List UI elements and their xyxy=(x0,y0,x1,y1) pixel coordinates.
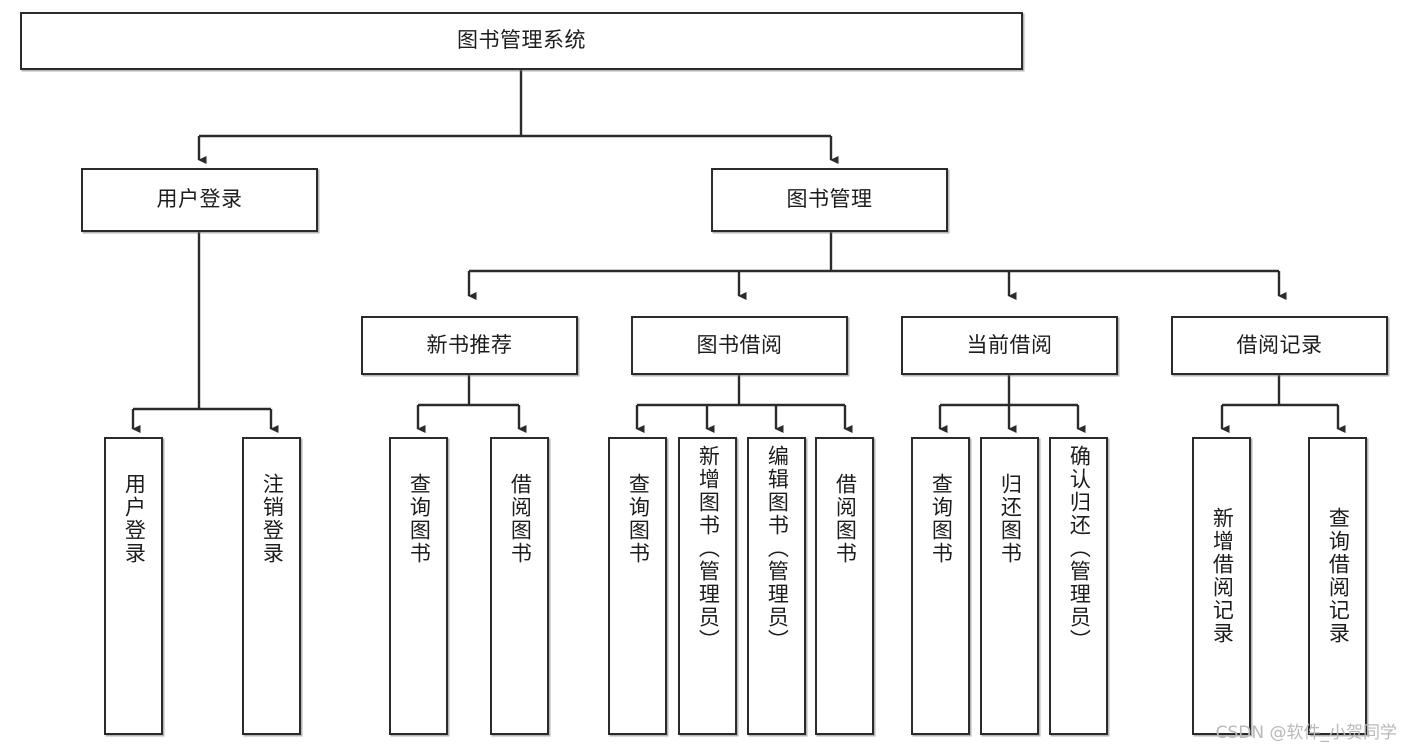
node-label: 图书管理系统 xyxy=(457,28,586,53)
node-label: 新增图书（管理员） xyxy=(696,445,721,652)
leaf-book-borrow-query[interactable]: 查询图书 xyxy=(608,437,667,735)
node-label: 借阅图书 xyxy=(833,473,858,565)
leaf-current-borrow-return[interactable]: 归还图书 xyxy=(980,437,1039,735)
node-book-management[interactable]: 图书管理 xyxy=(711,168,948,232)
node-new-book-recommend[interactable]: 新书推荐 xyxy=(361,316,578,375)
node-label: 用户登录 xyxy=(156,187,243,212)
leaf-current-borrow-query[interactable]: 查询图书 xyxy=(911,437,970,735)
node-label: 借阅图书 xyxy=(508,473,533,565)
node-borrow-record[interactable]: 借阅记录 xyxy=(1171,316,1388,375)
node-label: 当前借阅 xyxy=(966,332,1053,357)
node-label: 新书推荐 xyxy=(426,332,513,357)
node-label: 查询借阅记录 xyxy=(1326,507,1351,645)
leaf-user-login-logout[interactable]: 注销登录 xyxy=(242,437,301,735)
node-label: 确认归还（管理员） xyxy=(1067,445,1092,652)
leaf-new-book-query[interactable]: 查询图书 xyxy=(389,437,448,735)
node-label: 借阅记录 xyxy=(1236,332,1323,357)
node-label: 查询图书 xyxy=(626,473,651,565)
node-label: 图书借阅 xyxy=(696,332,783,357)
node-label: 查询图书 xyxy=(407,473,432,565)
node-label: 编辑图书（管理员） xyxy=(765,445,790,652)
leaf-borrow-record-query[interactable]: 查询借阅记录 xyxy=(1308,437,1367,735)
node-book-management-system[interactable]: 图书管理系统 xyxy=(20,12,1023,70)
node-label: 查询图书 xyxy=(929,473,954,565)
node-label: 图书管理 xyxy=(786,187,873,212)
node-label: 归还图书 xyxy=(998,473,1023,565)
leaf-current-borrow-confirm-return[interactable]: 确认归还（管理员） xyxy=(1049,437,1108,735)
leaf-user-login-login[interactable]: 用户登录 xyxy=(104,437,163,735)
node-label: 新增借阅记录 xyxy=(1210,507,1235,645)
node-label: 用户登录 xyxy=(122,473,147,565)
leaf-book-borrow-borrow[interactable]: 借阅图书 xyxy=(815,437,874,735)
leaf-book-borrow-add[interactable]: 新增图书（管理员） xyxy=(678,437,737,735)
leaf-book-borrow-edit[interactable]: 编辑图书（管理员） xyxy=(747,437,806,735)
node-user-login[interactable]: 用户登录 xyxy=(81,168,318,232)
leaf-new-book-borrow[interactable]: 借阅图书 xyxy=(490,437,549,735)
node-current-borrow[interactable]: 当前借阅 xyxy=(901,316,1118,375)
node-label: 注销登录 xyxy=(260,473,285,565)
node-book-borrow[interactable]: 图书借阅 xyxy=(631,316,848,375)
leaf-borrow-record-add[interactable]: 新增借阅记录 xyxy=(1192,437,1251,735)
watermark-text: CSDN @软件_小贺同学 xyxy=(1215,723,1397,743)
